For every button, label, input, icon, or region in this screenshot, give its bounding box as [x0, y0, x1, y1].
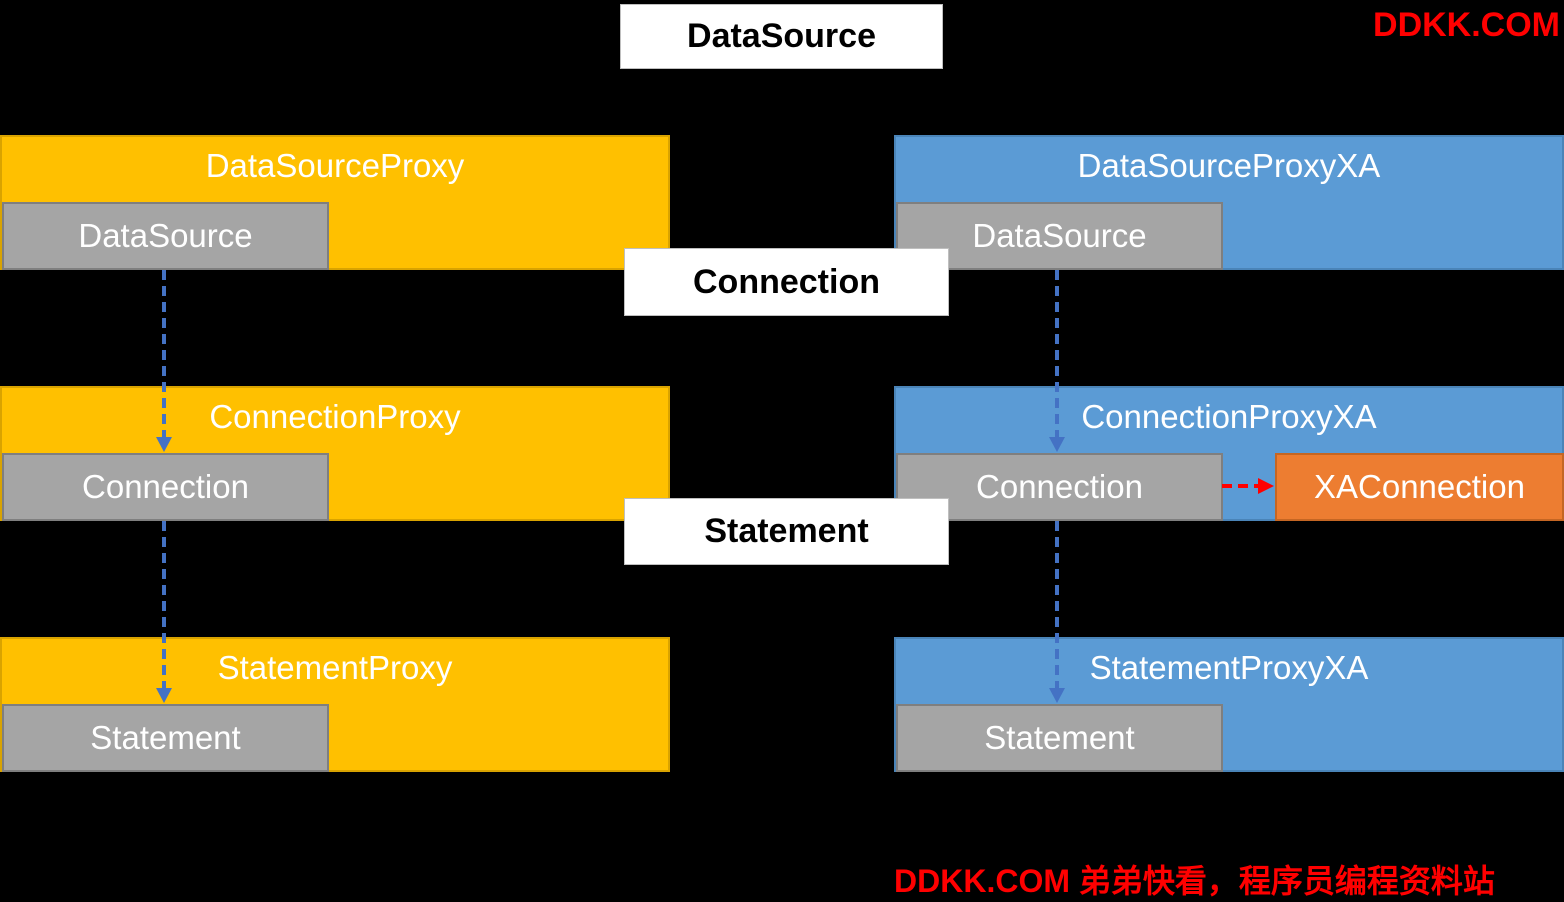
right-datasource-to-connection-arrow [1049, 270, 1065, 452]
connection-proxy-title: ConnectionProxy [209, 398, 461, 435]
arrowhead-icon [156, 688, 172, 703]
arrowhead-icon [1049, 437, 1065, 452]
connection-to-xaconnection-arrow [1222, 478, 1274, 494]
arrowhead-icon [1049, 688, 1065, 703]
datasource-proxy-xa-box: DataSourceProxyXA DataSource [894, 135, 1564, 270]
datasource-proxy-xa-title: DataSourceProxyXA [1077, 147, 1381, 184]
connection-proxy-xa-box: ConnectionProxyXA Connection XAConnectio… [894, 386, 1564, 521]
statement-proxy-box: StatementProxy Statement [0, 637, 670, 772]
statement-proxy-inner: Statement [2, 704, 329, 772]
statement-proxy-xa-inner: Statement [896, 704, 1223, 772]
right-connection-to-statement-arrow [1049, 521, 1065, 703]
xa-connection-box: XAConnection [1275, 453, 1564, 521]
arrowhead-icon [1258, 478, 1274, 494]
statement-proxy-title: StatementProxy [217, 649, 453, 686]
datasource-proxy-inner: DataSource [2, 202, 329, 270]
statement-label: Statement [624, 498, 949, 565]
connection-label: Connection [624, 248, 949, 316]
watermark-top: DDKK.COM [1373, 6, 1560, 44]
connection-proxy-xa-inner: Connection [896, 453, 1223, 521]
connection-proxy-inner: Connection [2, 453, 329, 521]
statement-proxy-xa-box: StatementProxyXA Statement [894, 637, 1564, 772]
datasource-proxy-box: DataSourceProxy DataSource [0, 135, 670, 270]
connection-proxy-xa-title: ConnectionProxyXA [1081, 398, 1377, 435]
datasource-proxy-xa-inner: DataSource [896, 202, 1223, 270]
datasource-label: DataSource [620, 4, 943, 69]
datasource-proxy-title: DataSourceProxy [205, 147, 465, 184]
statement-proxy-xa-title: StatementProxyXA [1089, 649, 1369, 686]
watermark-bottom: DDKK.COM 弟弟快看，程序员编程资料站 [894, 863, 1495, 899]
connection-proxy-box: ConnectionProxy Connection [0, 386, 670, 521]
left-datasource-to-connection-arrow [156, 270, 172, 452]
left-connection-to-statement-arrow [156, 521, 172, 703]
arrowhead-icon [156, 437, 172, 452]
